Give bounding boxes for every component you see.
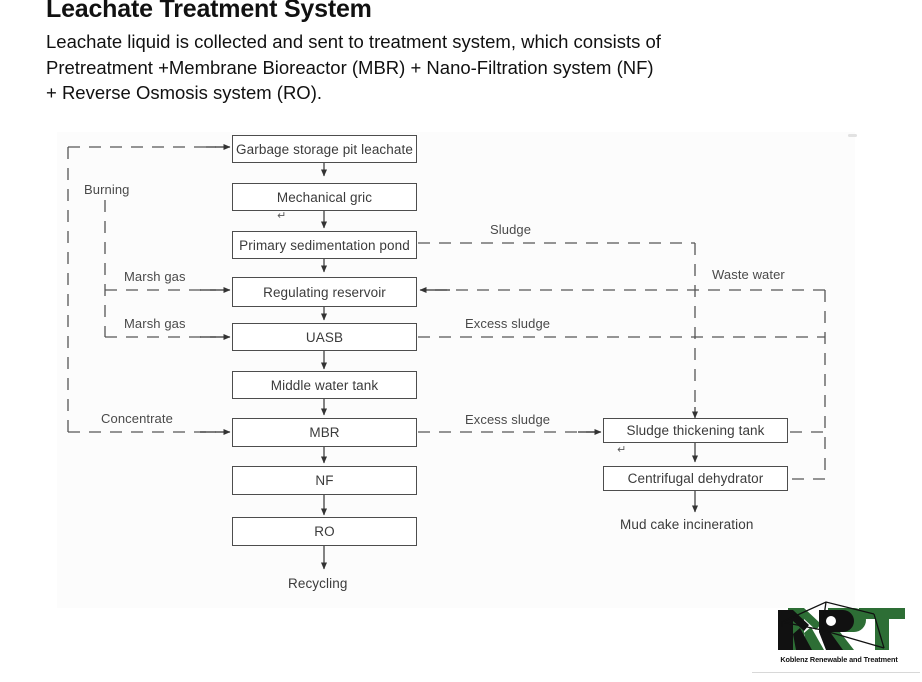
node-ro[interactable]: RO (232, 517, 417, 546)
node-middle-water-tank[interactable]: Middle water tank (232, 371, 417, 399)
logo-roof-outline (781, 601, 885, 649)
logo-underline (752, 672, 920, 673)
edge-label-concentrate: Concentrate (101, 411, 173, 426)
node-label: UASB (305, 329, 344, 345)
node-sludge-thickening-tank[interactable]: Sludge thickening tank (603, 418, 788, 443)
edge-label-sludge: Sludge (490, 222, 532, 237)
node-label: Regulating reservoir (263, 284, 386, 300)
logo-caption: Koblenz Renewable and Treatment (780, 655, 898, 664)
title-block: Leachate Treatment System Leachate liqui… (46, 0, 706, 106)
edge-label-excess-sludge-2: Excess sludge (465, 412, 551, 427)
node-label: Garbage storage pit leachate (236, 141, 413, 157)
node-label: NF (315, 473, 334, 488)
flowchart-panel (57, 132, 855, 608)
panel-speck (848, 134, 857, 137)
node-label: RO (314, 524, 335, 539)
edge-label-waste-water: Waste water (712, 267, 785, 282)
edge-label-excess-sludge-1: Excess sludge (465, 316, 551, 331)
node-garbage-storage-pit-leachate[interactable]: Garbage storage pit leachate (232, 135, 417, 163)
terminal-recycling: Recycling (288, 576, 348, 591)
node-nf[interactable]: NF (232, 466, 417, 495)
node-label: Middle water tank (270, 377, 379, 393)
pilcrow-mark-mechanical: ↵ (277, 210, 287, 222)
node-mbr[interactable]: MBR (232, 418, 417, 447)
edge-label-marsh-gas-1: Marsh gas (124, 269, 186, 284)
terminal-mud-cake-incineration: Mud cake incineration (620, 517, 754, 532)
node-centrifugal-dehydrator[interactable]: Centrifugal dehydrator (603, 466, 788, 491)
node-mechanical-gric[interactable]: Mechanical gric (232, 183, 417, 211)
node-label: Sludge thickening tank (626, 423, 765, 438)
krt-logo: Koblenz Renewable and Treatment (764, 600, 914, 678)
node-label: Primary sedimentation pond (239, 237, 410, 253)
page-title: Leachate Treatment System (46, 0, 372, 23)
edge-label-burning: Burning (84, 182, 130, 197)
node-primary-sedimentation-pond[interactable]: Primary sedimentation pond (232, 231, 417, 259)
page-subtitle: Leachate liquid is collected and sent to… (46, 31, 661, 103)
node-regulating-reservoir[interactable]: Regulating reservoir (232, 277, 417, 307)
edge-label-marsh-gas-2: Marsh gas (124, 316, 186, 331)
node-uasb[interactable]: UASB (232, 323, 417, 351)
node-label: MBR (309, 425, 340, 440)
node-label: Mechanical gric (276, 189, 373, 205)
pilcrow-mark-sludge-tank: ↵ (617, 444, 627, 456)
node-label: Centrifugal dehydrator (627, 471, 764, 486)
